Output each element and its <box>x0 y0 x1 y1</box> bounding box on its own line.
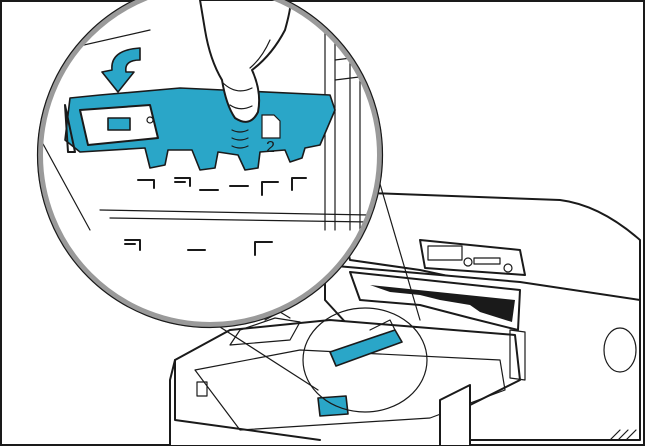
paper-size-clip[interactable]: 2 <box>64 87 336 171</box>
zoom-circle-border <box>37 0 383 328</box>
tray-paper-guide <box>329 329 403 367</box>
hatch-marks <box>609 429 637 441</box>
output-opening <box>370 285 515 322</box>
tray-front-lever <box>317 395 349 417</box>
zoom-circle-outline <box>36 0 384 329</box>
detail-circle <box>302 307 428 413</box>
panel-button <box>463 257 473 267</box>
display-window <box>427 245 463 261</box>
slot-marks-row-1 <box>137 177 307 196</box>
paper-line <box>40 4 61 81</box>
clip-end-tab <box>64 104 76 153</box>
hand-shape <box>199 0 292 123</box>
tray-floor <box>194 349 506 431</box>
tray-edge-line <box>109 217 371 223</box>
control-panel <box>419 239 526 276</box>
tray-front-edge <box>174 359 321 441</box>
paper-line <box>40 119 91 231</box>
hand-icon <box>199 0 292 123</box>
fingernail <box>229 104 253 110</box>
finger-crease <box>221 81 253 92</box>
clip-pin <box>146 116 154 124</box>
side-knob <box>603 327 637 373</box>
clip-slider <box>107 117 131 131</box>
tray-release-latch <box>196 381 208 397</box>
tray-side-wall <box>439 384 471 446</box>
grip-ridges <box>231 129 249 149</box>
tab-number-label: 2 <box>266 139 275 156</box>
knuckle-line <box>249 39 271 69</box>
panel-lights <box>473 257 501 265</box>
paper-size-glyph-icon: 2 <box>261 114 281 156</box>
panel-button <box>503 263 513 273</box>
tray-right-post <box>509 329 526 381</box>
tray-paper-guide-tip <box>369 319 396 331</box>
slot-marks-row-2 <box>124 239 273 256</box>
tray-rear-guide <box>229 317 301 346</box>
output-slot <box>349 271 521 331</box>
zoom-detail: 2 <box>40 0 376 256</box>
paper-tray <box>169 149 637 446</box>
push-down-arrow-icon <box>101 47 141 93</box>
